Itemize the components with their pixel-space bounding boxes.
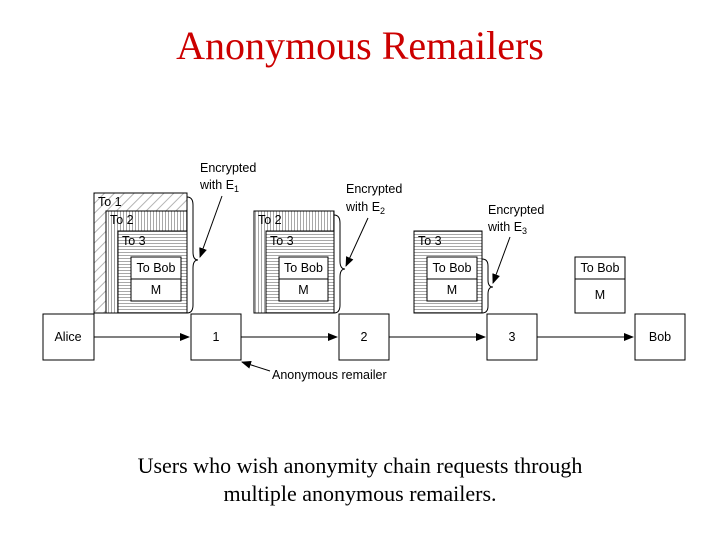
brace-e2: [333, 214, 346, 314]
packet-2-message-box: [278, 278, 329, 302]
packet-1-message-box: [130, 278, 182, 302]
slide-caption: Users who wish anonymity chain requests …: [0, 452, 720, 508]
caption-line-1: Users who wish anonymity chain requests …: [137, 453, 583, 478]
packet-4-message-box: [574, 278, 626, 314]
packet-1-to1-label: To 1: [98, 195, 122, 209]
packet-1-to2-label: To 2: [110, 213, 134, 227]
packet-1-message-label: M: [151, 283, 161, 297]
encryption-label-e2: Encrypted with E2: [345, 182, 402, 216]
packet-4-message-label: M: [595, 288, 605, 302]
packet-4: To Bob M: [574, 256, 626, 314]
remailer-2-label: 2: [361, 330, 368, 344]
packet-3-message-label: M: [447, 283, 457, 297]
remailer-1-label: 1: [213, 330, 220, 344]
remailer-2-node: [338, 313, 390, 361]
packet-1-to3-label: To 3: [122, 234, 146, 248]
arrow-remailer-label: [241, 360, 271, 372]
packet-3-tobob-label: To Bob: [433, 261, 472, 275]
packet-4-tobob-label: To Bob: [581, 261, 620, 275]
alice-label: Alice: [54, 330, 81, 344]
packet-2-to2-label: To 2: [258, 213, 282, 227]
svg-text:Encrypted: Encrypted: [200, 161, 256, 175]
packet-2-to3-label: To 3: [270, 234, 294, 248]
svg-text:with E1: with E1: [199, 178, 239, 194]
svg-text:Encrypted: Encrypted: [488, 203, 544, 217]
remailer-1-node: [190, 313, 242, 361]
arrow-e1: [199, 195, 223, 258]
encryption-label-e3: Encrypted with E3: [487, 203, 544, 236]
alice-node: [42, 313, 95, 361]
packet-3: To 3 To Bob M: [413, 230, 483, 314]
packet-2: To 2 To 3 To Bob M: [253, 210, 335, 314]
encryption-label-e1: Encrypted with E1: [199, 161, 256, 194]
caption-line-2: multiple anonymous remailers.: [223, 481, 497, 506]
svg-text:with E2: with E2: [345, 200, 385, 216]
bob-node: [634, 313, 686, 361]
packet-2-tobob-label: To Bob: [284, 261, 323, 275]
remailer-3-node: [486, 313, 538, 361]
packet-1: To 1 To 2 To 3 To Bob M: [93, 192, 188, 314]
remailer-3-label: 3: [509, 330, 516, 344]
packet-1-tobob-label: To Bob: [137, 261, 176, 275]
brace-e3: [481, 258, 494, 314]
packet-3-to3-label: To 3: [418, 234, 442, 248]
remailer-label: Anonymous remailer: [272, 368, 387, 382]
svg-text:Encrypted: Encrypted: [346, 182, 402, 196]
bob-label: Bob: [649, 330, 671, 344]
packet-3-message-box: [426, 278, 478, 302]
svg-text:with E3: with E3: [487, 220, 527, 236]
brace-e1: [186, 196, 199, 314]
arrow-e3: [492, 236, 511, 284]
slide-title: Anonymous Remailers: [176, 23, 544, 68]
packet-2-message-label: M: [298, 283, 308, 297]
arrow-e2: [345, 217, 369, 267]
